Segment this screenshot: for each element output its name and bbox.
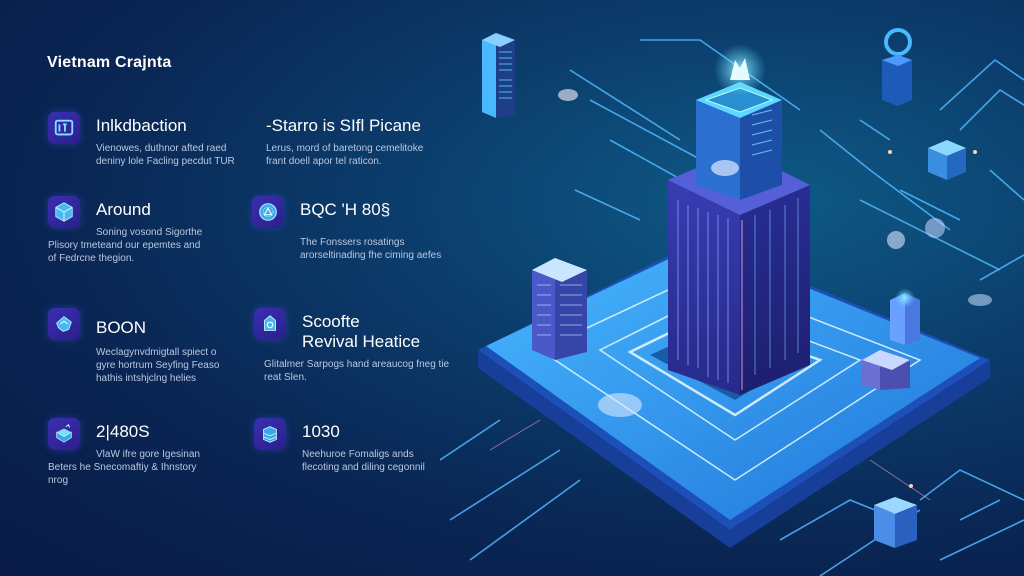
document-icon — [48, 112, 80, 144]
feature-description: Glitalmer Sarpogs hand areaucog fneg tie… — [264, 358, 484, 384]
description-line: Plisory tmeteand our epemtes and — [48, 240, 201, 251]
feature-panel: Vietnam Crajnta Inlkdbaction Vienowes, d… — [0, 0, 480, 576]
description-line: frant doell apor tel raticon. — [266, 156, 382, 167]
feature-title: -Starro is SIfl Picane — [266, 116, 421, 135]
central-tower — [668, 44, 810, 395]
description-line: Weclagynvdmigtall spiect o — [96, 347, 217, 358]
description-line: Vienowes, duthnor afted raed — [96, 143, 227, 154]
feature-title: Inlkdbaction — [96, 116, 187, 135]
description-line: gyre hortrum Seyfing Feaso — [96, 360, 220, 371]
server-icon — [254, 418, 286, 450]
gear-decoration-icon — [887, 231, 905, 249]
title-line: Revival Heatice — [302, 332, 421, 351]
description-line: VlaW ifre gore Igesinan — [96, 449, 200, 460]
side-server-left — [532, 258, 587, 360]
feature-description: VlaW ifre gore Igesinan Beters he Snecom… — [48, 448, 258, 487]
feature-description: The Fonssers rosatings arorseltinading f… — [300, 236, 520, 262]
description-line: Beters he Snecomaftiy & Ihnstory — [48, 462, 197, 473]
description-line: of Fedrcne thegion. — [48, 253, 135, 264]
description-line: Soning vosond Sigorthe — [96, 227, 203, 238]
feature-description: Vienowes, duthnor afted raed deniny lole… — [96, 142, 296, 168]
coin-icon — [558, 89, 578, 101]
cloud-node — [598, 393, 642, 417]
feature-title: Scoofte Revival Heatice — [302, 312, 420, 352]
description-line: arorseltinading fhe ciming aefes — [300, 250, 442, 261]
feature-title: BQC 'H 80§ — [300, 200, 391, 219]
description-line: hathis intshjclng helies — [96, 373, 197, 384]
description-line: reat Slen. — [264, 372, 307, 383]
description-line: The Fonssers rosatings — [300, 237, 405, 248]
cube-small-bottom — [874, 497, 917, 548]
circuit-lines — [440, 39, 1024, 576]
globe-icon — [252, 196, 284, 228]
house-icon — [48, 308, 80, 340]
description-line: Glitalmer Sarpogs hand areaucog fneg tie — [264, 359, 450, 370]
feature-description: Lerus, mord of baretong cemelitoke frant… — [266, 142, 476, 168]
lock-pillar — [882, 28, 912, 106]
feature-title: 1030 — [302, 422, 340, 441]
blockchain-tower-illustration — [440, 28, 1024, 576]
server-rack-top — [482, 33, 515, 118]
gear-decoration-icon — [925, 218, 945, 238]
feature-title: 2|480S — [96, 422, 150, 441]
description-line: deniny lole Facling pecdut TUR — [96, 156, 235, 167]
cube-icon — [48, 196, 80, 228]
description-line: nrog — [48, 475, 69, 486]
feature-description: Weclagynvdmigtall spiect o gyre hortrum … — [96, 346, 296, 385]
description-line: flecoting and diling cegonnil — [302, 462, 425, 473]
box-open-icon — [48, 418, 80, 450]
coin-icon — [968, 294, 992, 306]
feature-title: BOON — [96, 318, 147, 337]
shield-home-icon — [254, 308, 286, 340]
title-line: Scoofte — [302, 312, 360, 331]
feature-title: Around — [96, 200, 151, 219]
feature-description: Neehuroe Fomaligs ands flecoting and dil… — [302, 448, 502, 474]
page-title: Vietnam Crajnta — [47, 54, 172, 71]
side-server-right — [862, 288, 920, 390]
description-line: Neehuroe Fomaligs ands — [302, 449, 414, 460]
feature-description: Soning vosond Sigorthe Plisory tmeteand … — [48, 226, 258, 265]
description-line: Lerus, mord of baretong cemelitoke — [266, 143, 424, 154]
cube-small-top — [928, 140, 966, 180]
